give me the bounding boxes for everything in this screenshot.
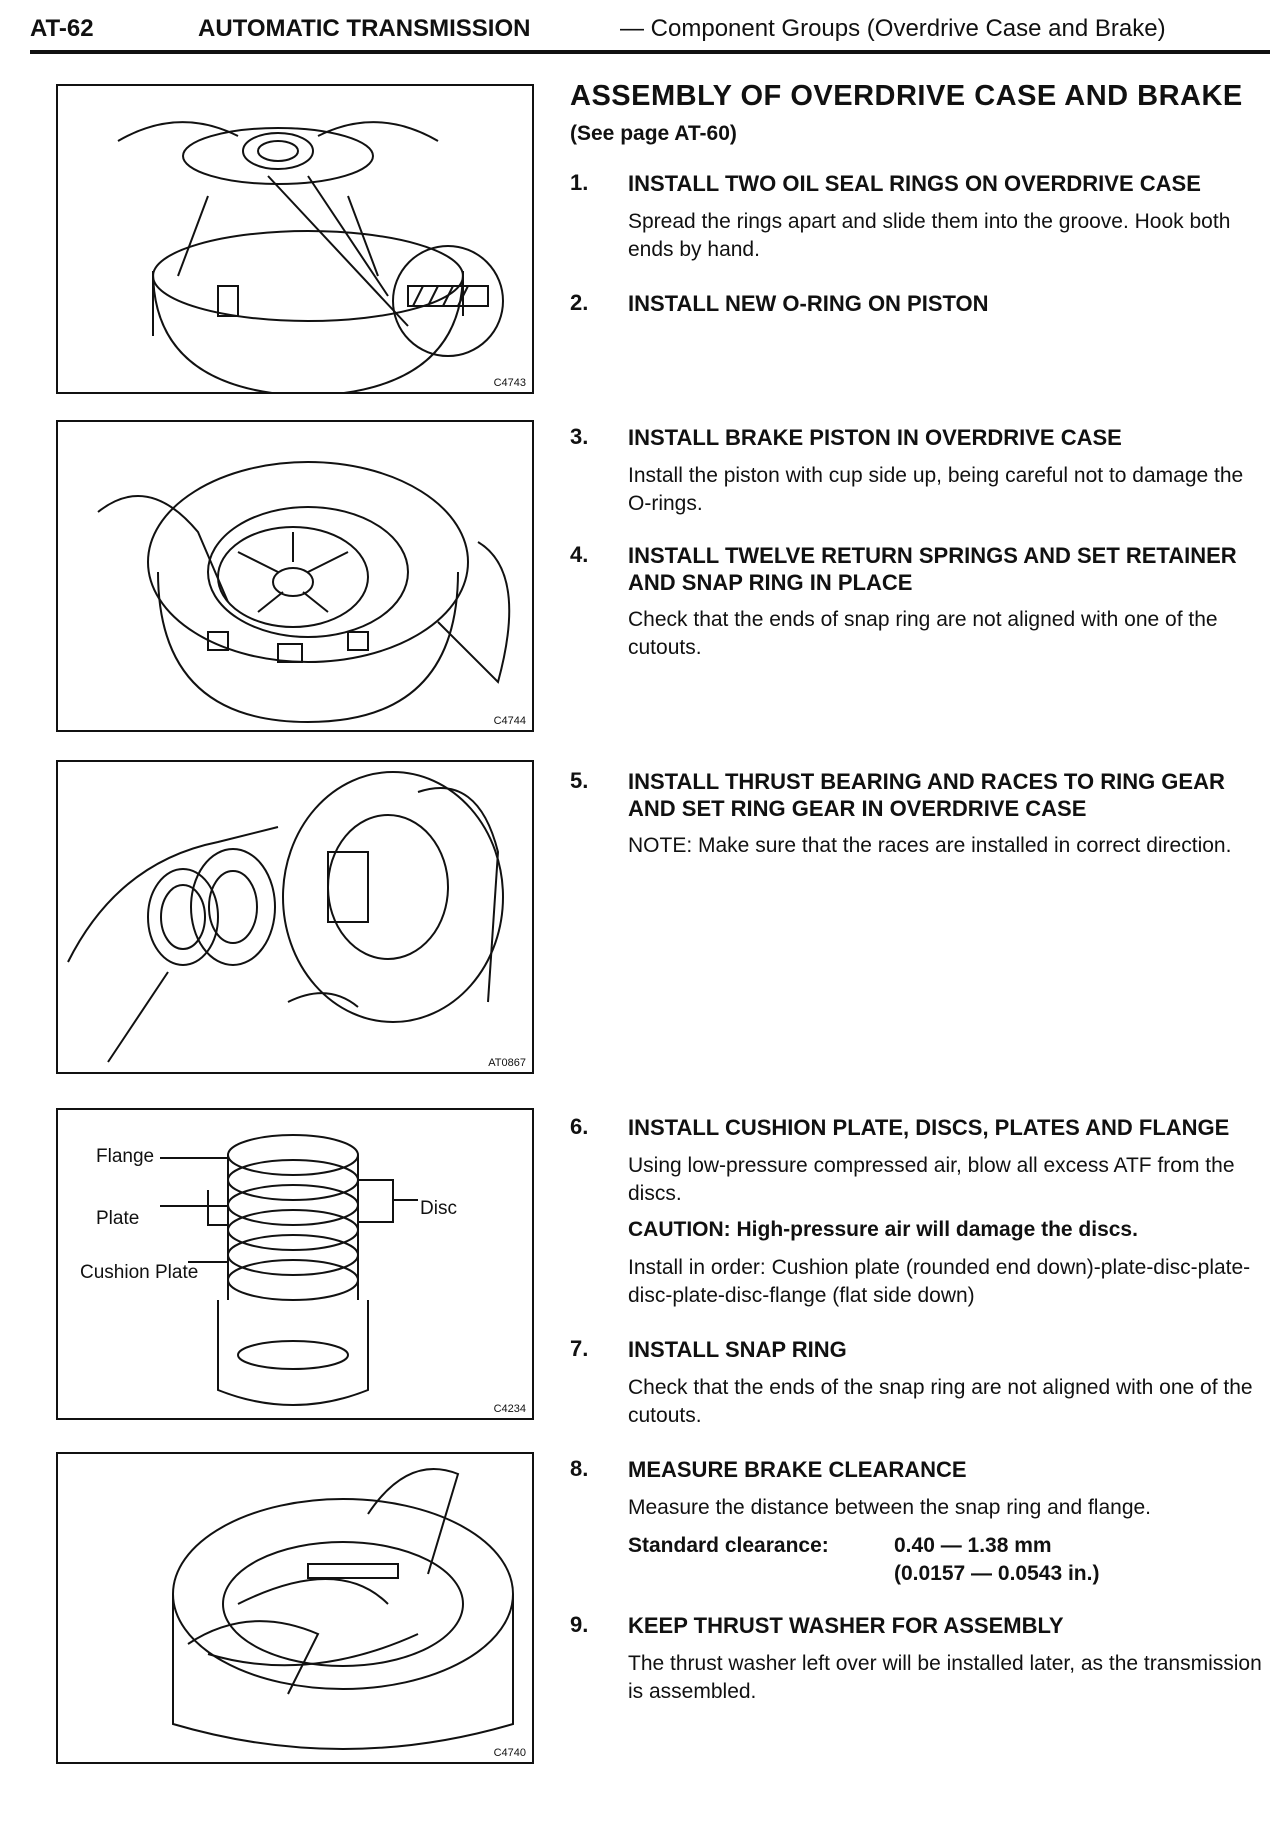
- section-title: AUTOMATIC TRANSMISSION: [198, 15, 531, 42]
- step-body: Using low-pressure compressed air, blow …: [628, 1154, 1235, 1205]
- step-number: 3.: [570, 424, 589, 449]
- page-title: ASSEMBLY OF OVERDRIVE CASE AND BRAKE: [570, 80, 1243, 112]
- step-4: 4. INSTALL TWELVE RETURN SPRINGS AND SET…: [570, 542, 1270, 672]
- step-number: 8.: [570, 1456, 589, 1481]
- oil-seal-ring-illustration: [117, 121, 504, 392]
- step-body: Spread the rings apart and slide them in…: [628, 210, 1231, 261]
- label-flange: Flange: [96, 1146, 155, 1167]
- step-body: The thrust washer left over will be inst…: [628, 1652, 1262, 1703]
- figure-brake-clearance: C4740: [56, 1452, 534, 1764]
- page-header: AT-62 AUTOMATIC TRANSMISSION — Component…: [30, 14, 1270, 54]
- spec-value-in: (0.0157 — 0.0543 in.): [894, 1562, 1100, 1585]
- label-cushion-plate: Cushion Plate: [80, 1262, 199, 1283]
- step-5: 5. INSTALL THRUST BEARING AND RACES TO R…: [570, 768, 1270, 898]
- step-heading: KEEP THRUST WASHER FOR ASSEMBLY: [628, 1613, 1064, 1638]
- figure-code: C4234: [493, 1403, 526, 1415]
- step-number: 2.: [570, 290, 589, 315]
- brake-clearance-illustration: [172, 1468, 514, 1750]
- figure-code: AT0867: [488, 1057, 526, 1069]
- step-heading: MEASURE BRAKE CLEARANCE: [628, 1457, 967, 1482]
- instructions-column: ASSEMBLY OF OVERDRIVE CASE AND BRAKE (Se…: [570, 0, 1270, 1826]
- step-3: 3. INSTALL BRAKE PISTON IN OVERDRIVE CAS…: [570, 424, 1270, 524]
- label-plate: Plate: [96, 1208, 140, 1229]
- step-9: 9. KEEP THRUST WASHER FOR ASSEMBLY The t…: [570, 1612, 1270, 1722]
- figure-code: C4744: [493, 715, 526, 727]
- figure-code: C4740: [493, 1747, 526, 1759]
- step-number: 7.: [570, 1336, 589, 1361]
- step-heading: INSTALL THRUST BEARING AND RACES TO RING…: [628, 769, 1225, 821]
- step-body: Check that the ends of snap ring are not…: [628, 608, 1218, 659]
- page-number: AT-62: [30, 15, 94, 42]
- figure-thrust-bearing: AT0867: [56, 760, 534, 1074]
- step-number: 1.: [570, 170, 589, 195]
- page-reference: (See page AT-60): [570, 122, 737, 145]
- spec-label: Standard clearance:: [628, 1534, 829, 1557]
- step-number: 5.: [570, 768, 589, 793]
- step-number: 9.: [570, 1612, 589, 1637]
- clutch-pack-illustration: [160, 1134, 418, 1406]
- spec-value-mm: 0.40 — 1.38 mm: [894, 1534, 1052, 1557]
- standard-clearance: Standard clearance: 0.40 — 1.38 mm (0.01…: [628, 1532, 1268, 1592]
- step-6: 6. INSTALL CUSHION PLATE, DISCS, PLATES …: [570, 1114, 1270, 1324]
- figure-cushion-plate-stack: Flange Plate Cushion Plate Disc C4234: [56, 1108, 534, 1420]
- step-2: 2. INSTALL NEW O-RING ON PISTON: [570, 290, 1270, 330]
- figure-brake-piston: C4744: [56, 420, 534, 732]
- step-number: 4.: [570, 542, 589, 567]
- figure-code: C4743: [493, 377, 526, 389]
- step-body: Install the piston with cup side up, bei…: [628, 464, 1244, 515]
- step-7: 7. INSTALL SNAP RING Check that the ends…: [570, 1336, 1270, 1436]
- step-body-order: Install in order: Cushion plate (rounded…: [628, 1256, 1251, 1307]
- label-disc: Disc: [420, 1198, 457, 1219]
- step-body: Check that the ends of the snap ring are…: [628, 1376, 1253, 1427]
- step-heading: INSTALL CUSHION PLATE, DISCS, PLATES AND…: [628, 1115, 1230, 1140]
- step-heading: INSTALL NEW O-RING ON PISTON: [628, 291, 989, 316]
- step-heading: INSTALL TWO OIL SEAL RINGS ON OVERDRIVE …: [628, 171, 1201, 196]
- step-1: 1. INSTALL TWO OIL SEAL RINGS ON OVERDRI…: [570, 170, 1270, 270]
- step-number: 6.: [570, 1114, 589, 1139]
- figure-oil-seal-rings: C4743: [56, 84, 534, 394]
- step-8: 8. MEASURE BRAKE CLEARANCE Measure the d…: [570, 1456, 1270, 1586]
- step-heading: INSTALL BRAKE PISTON IN OVERDRIVE CASE: [628, 425, 1122, 450]
- step-body: NOTE: Make sure that the races are insta…: [628, 834, 1232, 857]
- caution-note: CAUTION: High-pressure air will damage t…: [628, 1218, 1138, 1241]
- step-heading: INSTALL TWELVE RETURN SPRINGS AND SET RE…: [628, 543, 1237, 595]
- brake-piston-illustration: [97, 461, 511, 724]
- thrust-bearing-illustration: [67, 771, 504, 1063]
- step-body: Measure the distance between the snap ri…: [628, 1496, 1152, 1519]
- step-heading: INSTALL SNAP RING: [628, 1337, 847, 1362]
- section-subtitle: — Component Groups (Overdrive Case and B…: [620, 15, 1166, 42]
